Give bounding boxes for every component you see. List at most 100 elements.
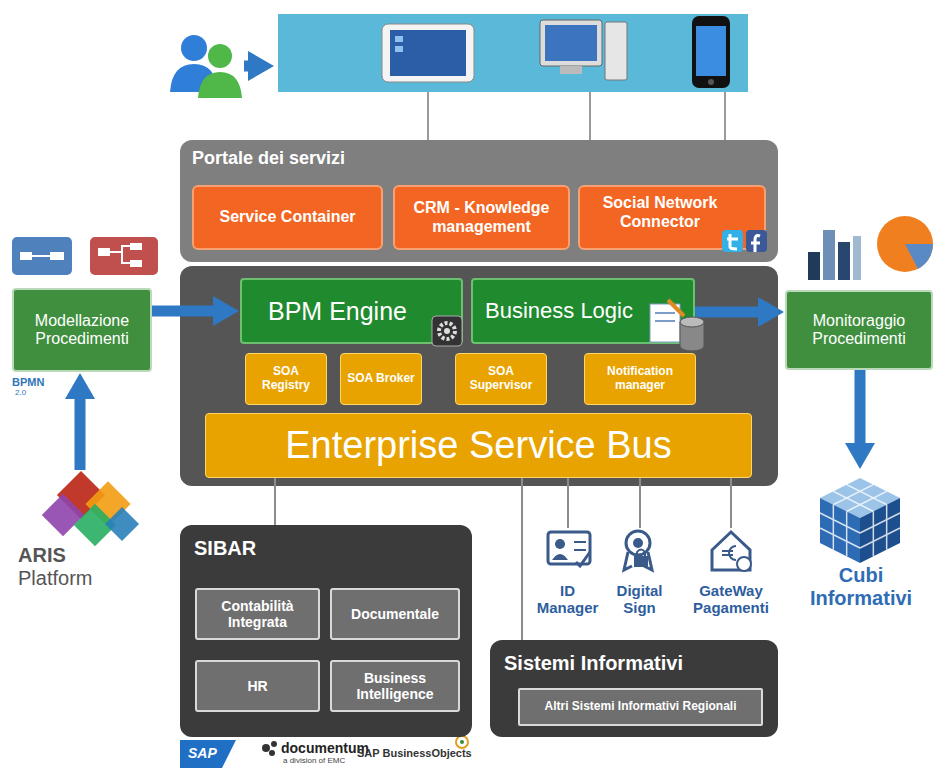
social-icons [722,230,767,252]
node-label: SOA Broker [347,372,415,386]
notation-label: BPMN [12,376,44,388]
module-box: Documentale [330,588,460,640]
aris-logo [42,494,84,536]
bus-wire [639,478,641,528]
service-box: CRM - Knowledge management [393,185,570,250]
social-icons [746,230,767,252]
node-label: Contabilità Integrata [203,598,312,630]
node-label: SOA Registry [250,365,322,393]
device-bar [382,24,474,82]
soa-box: SOA Registry [245,353,327,405]
device-bar [395,36,403,42]
process-icons [130,243,142,250]
service-icon: ID Manager [530,528,605,616]
vendor-logo-text: a division of EMC [283,757,345,766]
data-cube: Cubi Informativi [795,470,927,610]
flow-arrow [152,306,215,317]
service-box: Social Network Connector [578,185,766,250]
module-box: Business Intelligence [330,660,460,712]
cube-icon [820,478,900,563]
cube-icon [820,513,860,533]
module-box: Altri Sistemi Informativi Regionali [518,688,763,726]
node-label: ARIS [18,544,66,567]
chart-icons [808,216,933,280]
node-label: Documentale [351,606,439,622]
database-icon [650,304,680,342]
security-icons [555,539,565,549]
device-bar [696,26,726,76]
module-box: HR [195,660,320,712]
node-sublabel: Platform [18,567,92,590]
security-icons [552,554,568,560]
node-label: Business Intelligence [338,670,452,702]
soa-box: Notification manager [584,353,696,405]
cube-icon [820,485,900,557]
security-icons [626,531,650,555]
gear-icon [432,316,462,346]
node-label: Cubi Informativi [795,564,927,610]
node-label: CRM - Knowledge management [403,199,560,236]
bus-wire [274,478,276,525]
gear-icon [444,328,450,334]
system-panel: SIBAR Contabilità Integrata DocumentaleHR B… [180,525,472,737]
cube-icon [860,528,900,548]
logic-box: Business Logic [471,278,695,344]
node-label: Enterprise Service Bus [285,424,672,468]
node-label: Altri Sistemi Informativi Regionali [544,700,736,714]
node-label: Social Network Connector [588,194,732,231]
vendor-logo-text: documentum [281,741,369,756]
security-icons [637,550,645,557]
soa-box: SOA Supervisor [455,353,547,405]
aris-platform: ARISPlatform [18,470,148,590]
node-label: SIBAR [194,537,256,560]
security-icons [574,549,586,551]
security-icons [737,557,751,571]
service-icon: GateWay Pagamenti [675,528,787,616]
cube-icon [886,505,888,550]
vendor-logos [180,740,236,768]
chart-icons [853,236,861,280]
node-label: Business Logic [485,298,633,323]
vendor-logo-text: SAP [188,746,217,761]
device-bar [708,79,714,85]
service-portal-panel: Portale dei serviziService Container CRM … [180,140,778,262]
device-bar [605,22,627,80]
service-icon: Digital Sign [607,528,672,616]
process-box: Modellazione Procedimenti [12,288,152,372]
device-bar [278,14,748,92]
security-icons [548,531,751,571]
vendor-logos [271,741,277,747]
device-wires [589,92,591,140]
device-wires [428,92,725,140]
node-label: Digital Sign [607,582,672,617]
social-icons [751,236,760,253]
process-icons [20,252,32,260]
users-icon [198,72,242,98]
node-label: SOA Supervisor [460,365,542,393]
security-icons [634,556,648,567]
users-icon [208,44,232,68]
aris-logo [105,507,139,541]
node-label: Portale dei servizi [192,148,345,169]
device-bar [692,16,730,88]
cube-icon [833,505,835,550]
security-icons [722,546,736,560]
device-bar [390,30,466,76]
service-bus: Enterprise Service Bus [205,413,752,478]
security-icons [574,541,586,543]
cube-icon [820,528,860,548]
vendor-logos [269,750,275,756]
node-label: BPM Engine [268,297,407,326]
database-icon [655,312,675,314]
core-panel [180,266,778,486]
gear-icon [432,316,462,346]
chart-icons [838,242,850,280]
node-label: Sistemi Informativi [504,652,683,675]
flow-arrow [855,370,866,445]
device-bar [540,20,602,66]
node-label: Modellazione Procedimenti [22,312,142,349]
node-label: Service Container [219,208,355,226]
chart-icons [877,216,933,272]
